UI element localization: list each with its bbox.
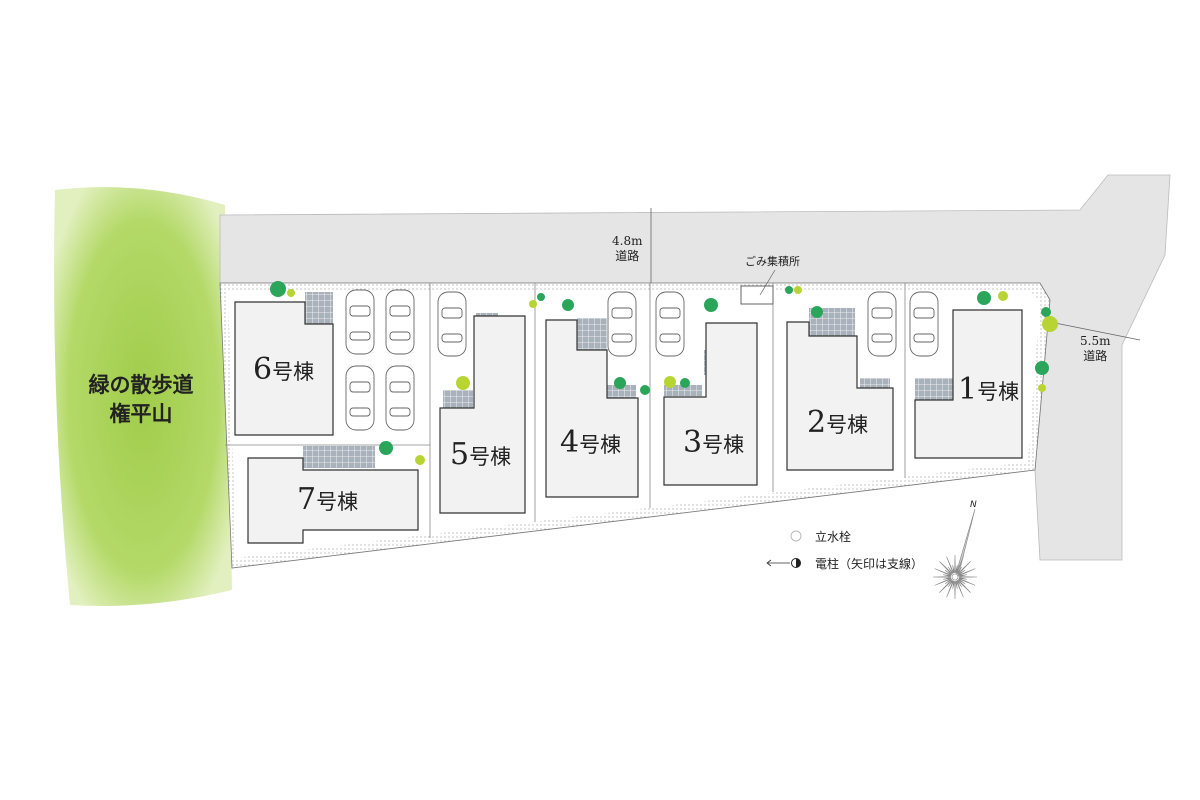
road-width: 4.8m <box>612 234 643 248</box>
house-3-label: 3号棟 <box>683 425 744 460</box>
parked-cars <box>345 289 939 431</box>
tree-icon <box>680 378 690 388</box>
garbage-station <box>740 285 774 305</box>
road-label-north: 4.8m 道路 <box>612 234 642 264</box>
road-width: 5.5m <box>1080 334 1111 348</box>
house-number: 7 <box>297 482 317 517</box>
trees <box>270 281 1058 465</box>
house-number: 1 <box>958 372 978 407</box>
legend-pole-label: 電柱（矢印は支線） <box>815 557 924 571</box>
park-name: 緑の散歩道 <box>88 372 194 397</box>
car-icon <box>345 289 375 355</box>
house-suffix: 号棟 <box>272 360 315 384</box>
house-suffix: 号棟 <box>316 490 359 514</box>
tree-icon <box>998 291 1008 301</box>
house-5-label: 5号棟 <box>450 437 511 472</box>
house-5 <box>439 315 526 514</box>
house-2 <box>786 321 894 471</box>
tree-icon <box>785 286 793 294</box>
car-icon <box>345 365 375 431</box>
compass-star <box>932 554 978 600</box>
tree-icon <box>1038 384 1046 392</box>
house-7-label: 7号棟 <box>297 482 358 517</box>
road-label-east: 5.5m 道路 <box>1080 334 1110 364</box>
park-label: 緑の散歩道 権平山 <box>76 370 206 428</box>
tree-icon <box>664 376 676 388</box>
house-number: 5 <box>450 437 470 472</box>
car-icon <box>909 291 939 357</box>
tree-icon <box>640 385 650 395</box>
green-park-area <box>54 187 232 606</box>
house-suffix: 号棟 <box>826 413 869 437</box>
tree-icon <box>529 300 537 308</box>
tree-icon <box>415 455 425 465</box>
compass-north-label: N <box>970 500 977 510</box>
road-text: 道路 <box>1083 349 1108 363</box>
tree-icon <box>977 291 991 305</box>
hydrant-legend-icon <box>790 530 802 542</box>
car-icon <box>385 289 415 355</box>
tree-icon <box>270 281 286 297</box>
house-number: 2 <box>807 405 827 440</box>
house-6 <box>234 301 334 436</box>
legend-hydrant-label: 立水栓 <box>815 530 852 544</box>
house-4-label: 4号棟 <box>560 425 621 460</box>
house-number: 4 <box>560 425 580 460</box>
house-6-label: 6号棟 <box>253 352 314 387</box>
tree-icon <box>1035 361 1049 375</box>
tree-icon <box>287 289 295 297</box>
car-icon <box>607 291 637 357</box>
tree-icon <box>1041 307 1051 317</box>
tree-icon <box>794 286 802 294</box>
compass-rose <box>932 508 978 600</box>
car-icon <box>867 291 897 357</box>
house-4 <box>545 319 639 498</box>
house-suffix: 号棟 <box>977 380 1020 404</box>
car-icon <box>437 291 467 357</box>
garbage-station-label: ごみ集積所 <box>745 255 800 268</box>
road-text: 道路 <box>615 249 640 263</box>
tree-icon <box>1042 316 1058 332</box>
tree-icon <box>614 377 626 389</box>
tree-icon <box>562 299 574 311</box>
park-subname: 権平山 <box>109 401 173 426</box>
tree-icon <box>379 441 393 455</box>
house-number: 6 <box>253 352 273 387</box>
tree-icon <box>537 293 545 301</box>
house-suffix: 号棟 <box>702 433 745 457</box>
house-3 <box>663 322 758 486</box>
tree-icon <box>811 306 823 318</box>
car-icon <box>655 291 685 357</box>
house-2-label: 2号棟 <box>807 405 868 440</box>
house-number: 3 <box>683 425 703 460</box>
house-1-label: 1号棟 <box>958 372 1019 407</box>
house-suffix: 号棟 <box>579 433 622 457</box>
utility-pole-legend-icon <box>766 558 801 568</box>
car-icon <box>385 365 415 431</box>
tree-icon <box>704 298 718 312</box>
house-suffix: 号棟 <box>469 445 512 469</box>
tree-icon <box>456 376 470 390</box>
house-7 <box>247 457 419 544</box>
house-1 <box>914 309 1023 459</box>
lot-boundaries <box>225 283 906 538</box>
